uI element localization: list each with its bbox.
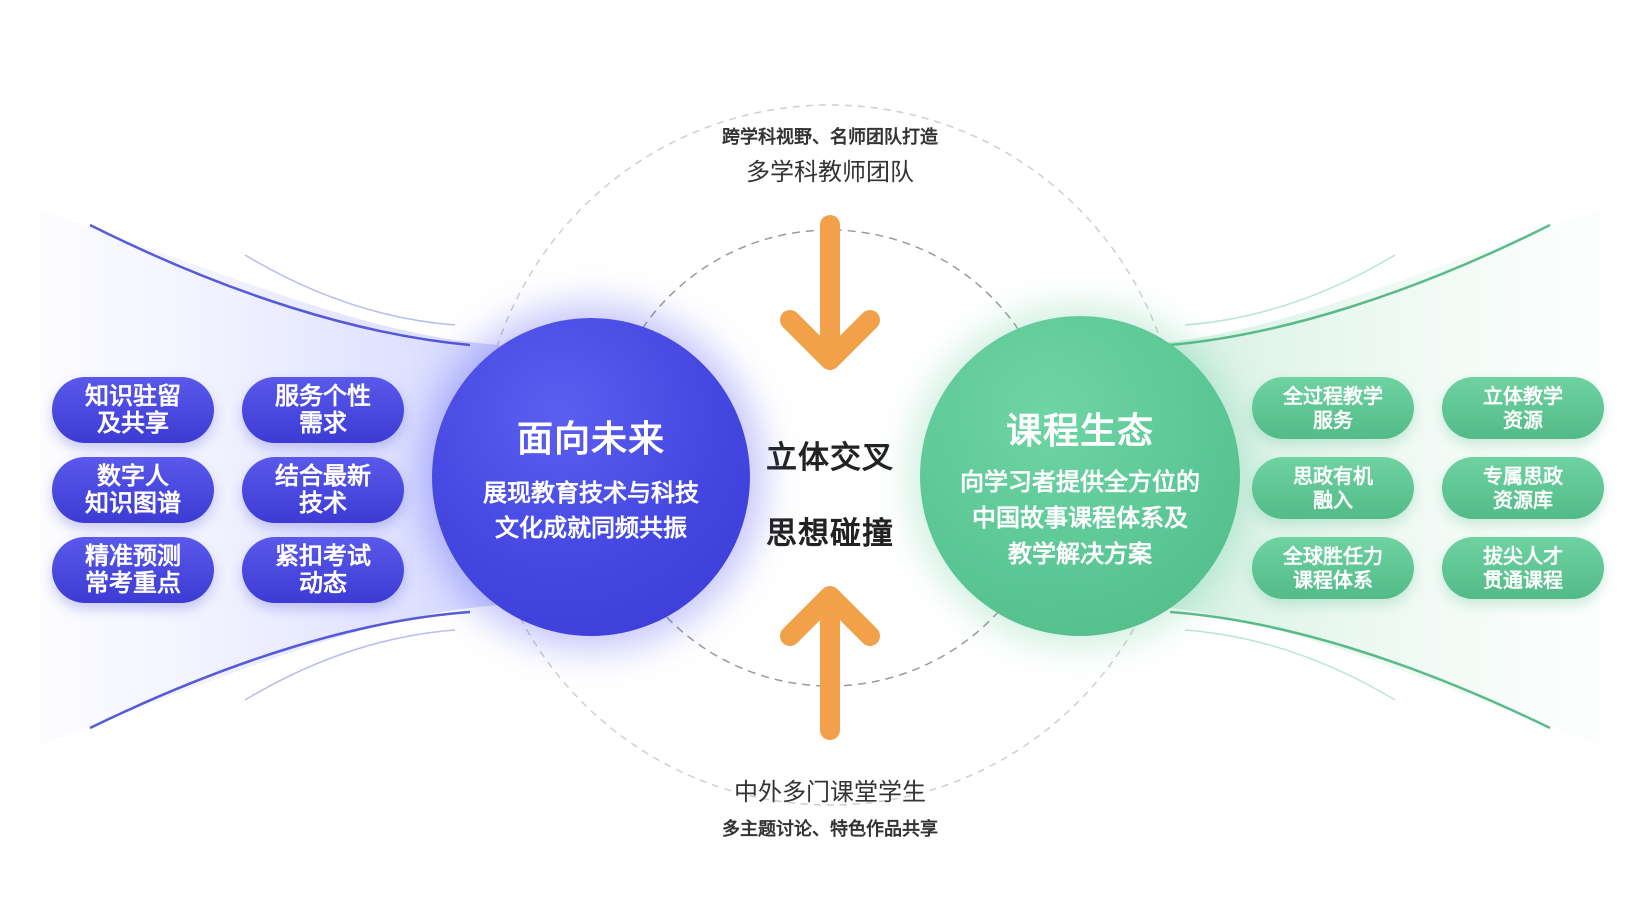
right-pill: 全球胜任力 课程体系 xyxy=(1252,537,1414,599)
pill-label: 知识驻留 xyxy=(85,382,181,410)
pill-label: 思政有机 xyxy=(1293,464,1373,488)
pill-label: 紧扣考试 xyxy=(275,542,371,570)
pill-label: 服务个性 xyxy=(275,382,371,410)
center-text-1: 立体交叉 xyxy=(766,440,894,476)
pill-label: 课程体系 xyxy=(1293,568,1373,592)
arrow-down-icon xyxy=(780,214,880,371)
left-circle-line: 展现教育技术与科技 xyxy=(483,479,699,507)
pill-label: 资源库 xyxy=(1493,488,1553,512)
pill-label: 数字人 xyxy=(97,462,169,490)
left-pill: 精准预测 常考重点 xyxy=(52,537,214,603)
left-circle: 面向未来 展现教育技术与科技 文化成就同频共振 xyxy=(432,318,750,636)
pill-label: 全过程教学 xyxy=(1283,384,1383,408)
left-circle-title: 面向未来 xyxy=(516,419,665,460)
left-pill: 服务个性 需求 xyxy=(242,377,404,443)
pill-label: 技术 xyxy=(299,489,347,517)
left-pill: 数字人 知识图谱 xyxy=(52,457,214,523)
pill-label: 资源 xyxy=(1503,408,1543,432)
top-title: 多学科教师团队 xyxy=(746,158,914,186)
pill-label: 精准预测 xyxy=(85,542,181,570)
right-circle-line: 教学解决方案 xyxy=(1008,540,1152,568)
right-pill: 专属思政 资源库 xyxy=(1442,457,1604,519)
right-circle-line: 向学习者提供全方位的 xyxy=(960,468,1200,496)
pill-label: 拔尖人才 xyxy=(1483,544,1563,568)
bottom-subtitle: 多主题讨论、特色作品共享 xyxy=(722,819,938,840)
left-circle-line: 文化成就同频共振 xyxy=(495,514,687,542)
pill-label: 知识图谱 xyxy=(85,489,181,517)
pill-label: 动态 xyxy=(299,569,347,597)
pill-label: 及共享 xyxy=(97,409,169,437)
bottom-title: 中外多门课堂学生 xyxy=(734,778,926,806)
pill-label: 融入 xyxy=(1313,488,1353,512)
pill-label: 贯通课程 xyxy=(1483,568,1563,592)
pill-label: 结合最新 xyxy=(275,462,371,490)
arrow-up-icon xyxy=(780,584,880,741)
right-circle: 课程生态 向学习者提供全方位的 中国故事课程体系及 教学解决方案 xyxy=(920,316,1240,636)
left-pill: 知识驻留 及共享 xyxy=(52,377,214,443)
top-subtitle: 跨学科视野、名师团队打造 xyxy=(722,127,938,148)
right-pill: 立体教学 资源 xyxy=(1442,377,1604,439)
right-circle-line: 中国故事课程体系及 xyxy=(972,504,1188,532)
right-pill: 拔尖人才 贯通课程 xyxy=(1442,537,1604,599)
pill-label: 服务 xyxy=(1313,408,1353,432)
pill-label: 全球胜任力 xyxy=(1283,544,1383,568)
pill-label: 需求 xyxy=(299,409,347,437)
right-circle-title: 课程生态 xyxy=(1005,411,1154,452)
right-pill: 思政有机 融入 xyxy=(1252,457,1414,519)
left-pill: 紧扣考试 动态 xyxy=(242,537,404,603)
pill-label: 常考重点 xyxy=(85,569,181,597)
pill-label: 立体教学 xyxy=(1483,384,1563,408)
right-pill: 全过程教学 服务 xyxy=(1252,377,1414,439)
pill-label: 专属思政 xyxy=(1483,464,1563,488)
center-text-2: 思想碰撞 xyxy=(766,516,894,552)
left-pill: 结合最新 技术 xyxy=(242,457,404,523)
